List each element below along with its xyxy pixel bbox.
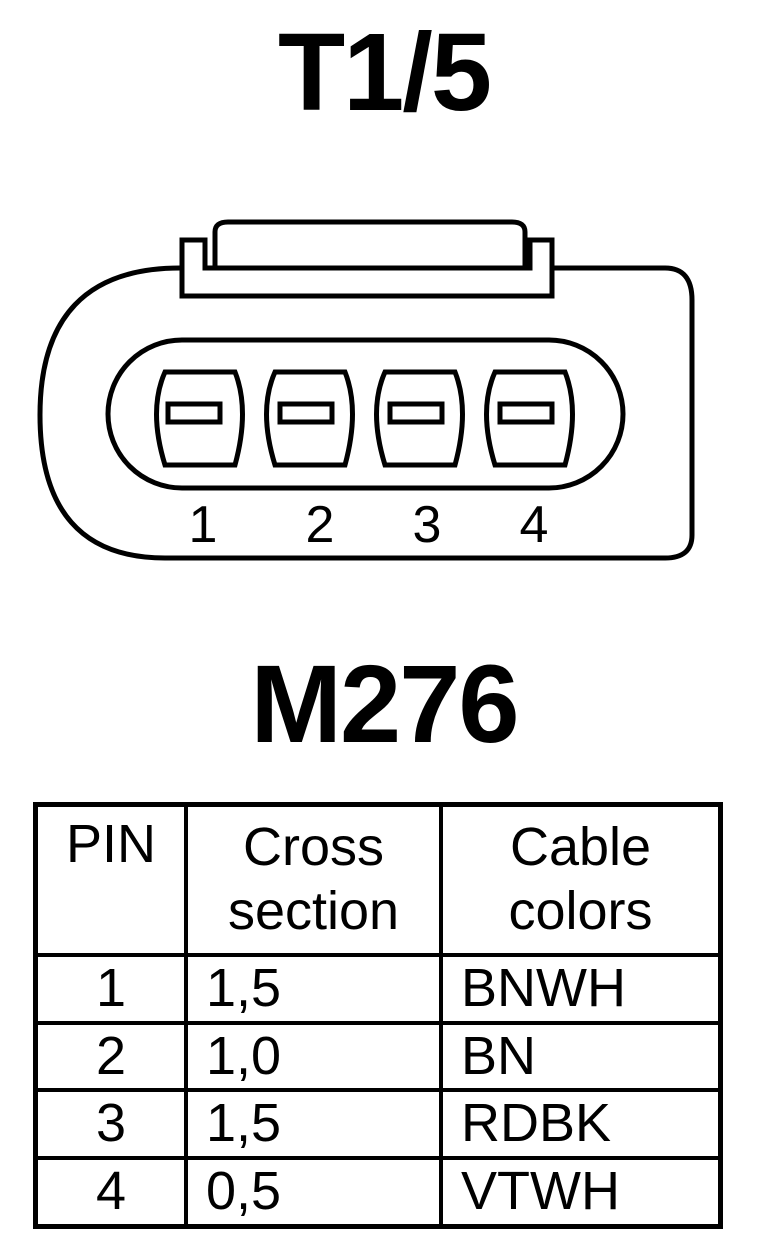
pin-number-2: 2 <box>306 496 335 554</box>
cell-cable-color: VTWH <box>439 1156 723 1229</box>
connector-latch <box>179 219 555 299</box>
cell-pin: 3 <box>33 1088 188 1161</box>
cell-cable-color: RDBK <box>439 1088 723 1161</box>
cell-cross-section: 1,5 <box>184 953 443 1025</box>
header-pin: PIN <box>33 802 188 957</box>
header-color-line-1: Cable <box>509 817 652 878</box>
cell-cable-color: BNWH <box>439 953 723 1025</box>
pin-2-socket <box>264 369 355 468</box>
pin-number-4: 4 <box>520 496 549 554</box>
pin-number-1: 1 <box>189 496 218 554</box>
header-color-line-2: colors <box>508 881 653 941</box>
table-row: 2 1,0 BN <box>33 1020 723 1093</box>
connector-title: T1/5 <box>277 11 492 134</box>
header-cross-line-2: section <box>227 881 400 941</box>
cell-cross-section: 1,5 <box>184 1088 443 1161</box>
table-row: 4 0,5 VTWH <box>33 1156 723 1229</box>
table-row: 1 1,5 BNWH <box>33 953 723 1025</box>
pin-1-socket <box>154 369 245 468</box>
connector-diagram: 1 2 3 4 <box>37 219 695 561</box>
header-cross-section: Cross section <box>184 802 443 957</box>
pin-number-3: 3 <box>413 496 442 554</box>
cell-pin: 1 <box>33 953 188 1025</box>
pin-4-socket <box>484 369 575 468</box>
cell-cross-section: 1,0 <box>184 1020 443 1093</box>
cell-cable-color: BN <box>439 1020 723 1093</box>
cell-pin: 4 <box>33 1156 188 1229</box>
component-title: M276 <box>250 643 519 766</box>
cell-cross-section: 0,5 <box>184 1156 443 1229</box>
header-cable-colors: Cable colors <box>439 802 723 957</box>
pin-3-socket <box>374 369 465 468</box>
table-header-row: PIN Cross section Cable colors <box>33 802 723 957</box>
header-pin-label: PIN <box>65 814 157 874</box>
cell-pin: 2 <box>33 1020 188 1093</box>
pin-assignment-table: PIN Cross section Cable colors 1 1,5 BNW… <box>33 802 723 1229</box>
table-row: 3 1,5 RDBK <box>33 1088 723 1161</box>
header-cross-line-1: Cross <box>242 817 384 878</box>
